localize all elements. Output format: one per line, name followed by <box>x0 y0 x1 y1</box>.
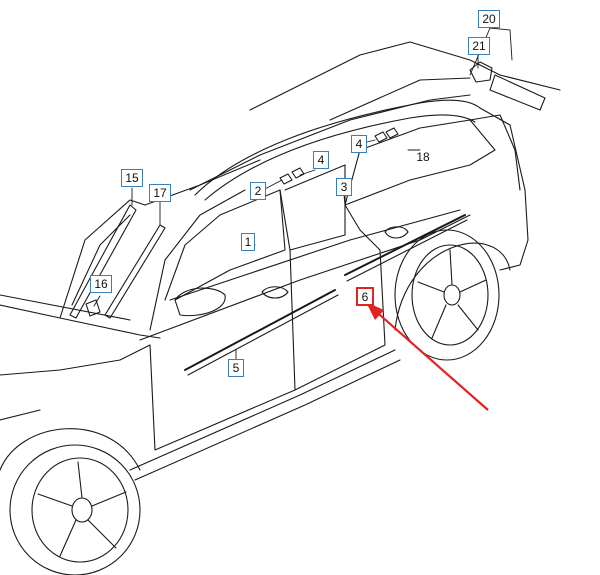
callout-21: 21 <box>468 37 490 55</box>
callout-5: 5 <box>228 359 244 377</box>
roof-edge <box>189 94 471 191</box>
rear-wheel-rim <box>411 244 489 346</box>
c-pillar <box>469 114 521 191</box>
front-wheel-hub <box>71 497 93 523</box>
clips-4a <box>279 167 305 185</box>
callout-6-highlighted: 6 <box>356 287 374 306</box>
callout-4b: 4 <box>351 135 367 153</box>
roof-crease <box>329 77 471 121</box>
clip-part-16 <box>85 299 101 317</box>
pillar-trim-17 <box>104 224 166 319</box>
rear-side-window <box>344 119 496 206</box>
callout-16: 16 <box>90 275 112 293</box>
front-fender <box>0 344 151 376</box>
callout-1: 1 <box>241 233 255 251</box>
front-wheel-spokes <box>37 461 127 557</box>
hood-crease <box>0 294 131 321</box>
rear-wheel-arch <box>394 242 511 331</box>
rear-door-moulding <box>344 214 466 276</box>
rear-door-outline <box>294 204 386 391</box>
callout-15: 15 <box>121 169 143 187</box>
front-door-window <box>164 189 286 301</box>
front-door-moulding <box>184 289 336 371</box>
roof-rail-outer <box>194 99 481 196</box>
rear-wheel-hub <box>443 284 461 306</box>
door-beltline <box>169 209 461 301</box>
roof-rail-inner <box>204 114 476 201</box>
front-wheel-rim <box>31 457 129 563</box>
arrow-shaft <box>371 307 489 411</box>
callout-3: 3 <box>336 178 352 196</box>
front-wheel-arch <box>0 428 141 471</box>
callout-2: 2 <box>250 182 266 200</box>
front-bumper-edge <box>0 409 41 421</box>
rear-body <box>479 107 529 271</box>
clips-4b <box>374 127 399 143</box>
front-door-moulding-inner <box>187 294 339 376</box>
arrow-head <box>366 302 384 320</box>
rear-door-handle <box>384 226 409 239</box>
callout-20: 20 <box>478 10 500 28</box>
roof-spoiler-strip <box>489 74 546 111</box>
rocker-panel-lower <box>134 359 401 481</box>
side-mirror <box>174 287 226 317</box>
windshield-frame <box>59 199 146 319</box>
body-side-line <box>139 214 471 341</box>
pillar-trim-15 <box>69 204 137 319</box>
a-pillar-inner <box>149 189 246 331</box>
rocker-panel <box>129 349 396 471</box>
b-pillar <box>279 189 296 391</box>
roof-top <box>249 41 561 111</box>
middle-door-window <box>284 164 346 251</box>
windshield-inner <box>71 214 131 306</box>
callout-4a: 4 <box>313 151 329 169</box>
rear-door-moulding-inner <box>346 219 468 282</box>
rear-wheel-spokes <box>417 249 487 339</box>
callout-18: 18 <box>416 150 430 164</box>
front-door-handle <box>261 286 289 299</box>
front-door-outline <box>149 344 296 451</box>
callout-17: 17 <box>149 184 171 202</box>
front-wheel-tire <box>9 444 141 575</box>
